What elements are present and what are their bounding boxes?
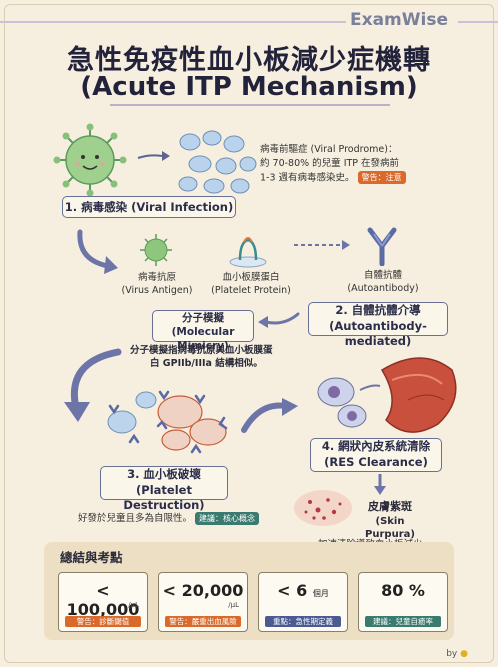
- platelet-protein-label: 血小板膜蛋白(Platelet Protein): [211, 272, 291, 296]
- virus-icon: [53, 123, 127, 197]
- virus-antigen-icon: [140, 234, 172, 266]
- page-subtitle: (Acute ITP Mechanism): [80, 72, 418, 102]
- arrow-right-icon: [241, 398, 298, 433]
- step2-autoantibody-mediated: 2. 自體抗體介導(Autoantibody-mediated): [308, 302, 448, 348]
- step3-platelet-destruction: 3. 血小板破壞(Platelet Destruction): [100, 466, 228, 512]
- suggestion-tag: 建議：核心概念: [195, 512, 260, 525]
- author-credit: by ●: [446, 649, 468, 659]
- virus-illustration: [53, 123, 257, 197]
- prodrome-note: 病毒前驅症 (Viral Prodrome)： 約 70-80% 的兒童 ITP…: [260, 143, 470, 185]
- purpura-label: 皮膚紫斑 (Skin Purpura): [365, 500, 415, 541]
- prodrome-line1: 病毒前驅症 (Viral Prodrome)：: [260, 144, 398, 155]
- header-divider-right: [458, 21, 498, 23]
- prodrome-line3: 1-3 週有病毒感染史。 警告：注意: [260, 170, 470, 185]
- step3-note: 好發於兒童且多為自限性。 建議：核心概念: [78, 510, 278, 525]
- arrow-icon: [137, 154, 163, 159]
- header-divider: [0, 21, 448, 23]
- summary-card-diagnosis: < 100,000 /μL 警告：診斷閾值: [58, 572, 148, 632]
- summary-card-acute-duration: < 6 個月 重點：急性期定義: [258, 572, 348, 632]
- brand-logo: ExamWise: [346, 10, 452, 30]
- dashed-arrow-icon: [294, 240, 350, 250]
- page-title: 急性免疫性血小板減少症機轉: [67, 45, 431, 76]
- key-point-tag: 重點：急性期定義: [265, 616, 341, 627]
- platelet-destruction-illustration: [107, 390, 228, 454]
- molecular-mimicry-box: 分子模擬(Molecular Mimicry): [152, 310, 254, 352]
- summary-card-bleeding-risk: < 20,000 /μL 警告：嚴重出血風險: [158, 572, 248, 632]
- page-border: [4, 4, 494, 663]
- curved-arrow-icon: [77, 229, 118, 274]
- step1-viral-infection: 1. 病毒感染 (Viral Infection): [62, 196, 236, 218]
- mimicry-note: 分子模擬指病毒抗原與血小板膜蛋 白 GPIIb/IIIa 結構相似。: [130, 345, 273, 370]
- arrow-left-icon: [258, 312, 300, 328]
- step4-res-clearance: 4. 網狀內皮系統清除(RES Clearance): [310, 438, 442, 472]
- platelet-cluster-icon: [178, 130, 257, 194]
- prodrome-line2: 約 70-80% 的兒童 ITP 在發病前: [260, 157, 400, 169]
- warning-tag: 警告：嚴重出血風險: [165, 616, 241, 627]
- curved-arrow-icon-2: [64, 348, 122, 422]
- suggestion-tag: 建議：兒童自癒率: [365, 616, 441, 627]
- skin-purpura-icon: [294, 490, 352, 526]
- warning-tag: 警告：診斷閾值: [65, 616, 141, 627]
- platelet-protein-icon: [229, 237, 267, 268]
- down-arrow-icon: [374, 474, 386, 495]
- autoantibody-icon: [367, 227, 397, 266]
- virus-antigen-label: 病毒抗原(Virus Antigen): [121, 272, 193, 296]
- spleen-illustration: [317, 357, 457, 433]
- autoantibody-label: 自體抗體(Autoantibody): [347, 270, 419, 294]
- warning-tag: 警告：注意: [357, 170, 406, 185]
- title-underline: [110, 104, 390, 106]
- macrophage-icon: [317, 377, 367, 428]
- summary-title: 總結與考點: [60, 550, 123, 565]
- summary-card-recovery-rate: 80 % 建議：兒童自癒率: [358, 572, 448, 632]
